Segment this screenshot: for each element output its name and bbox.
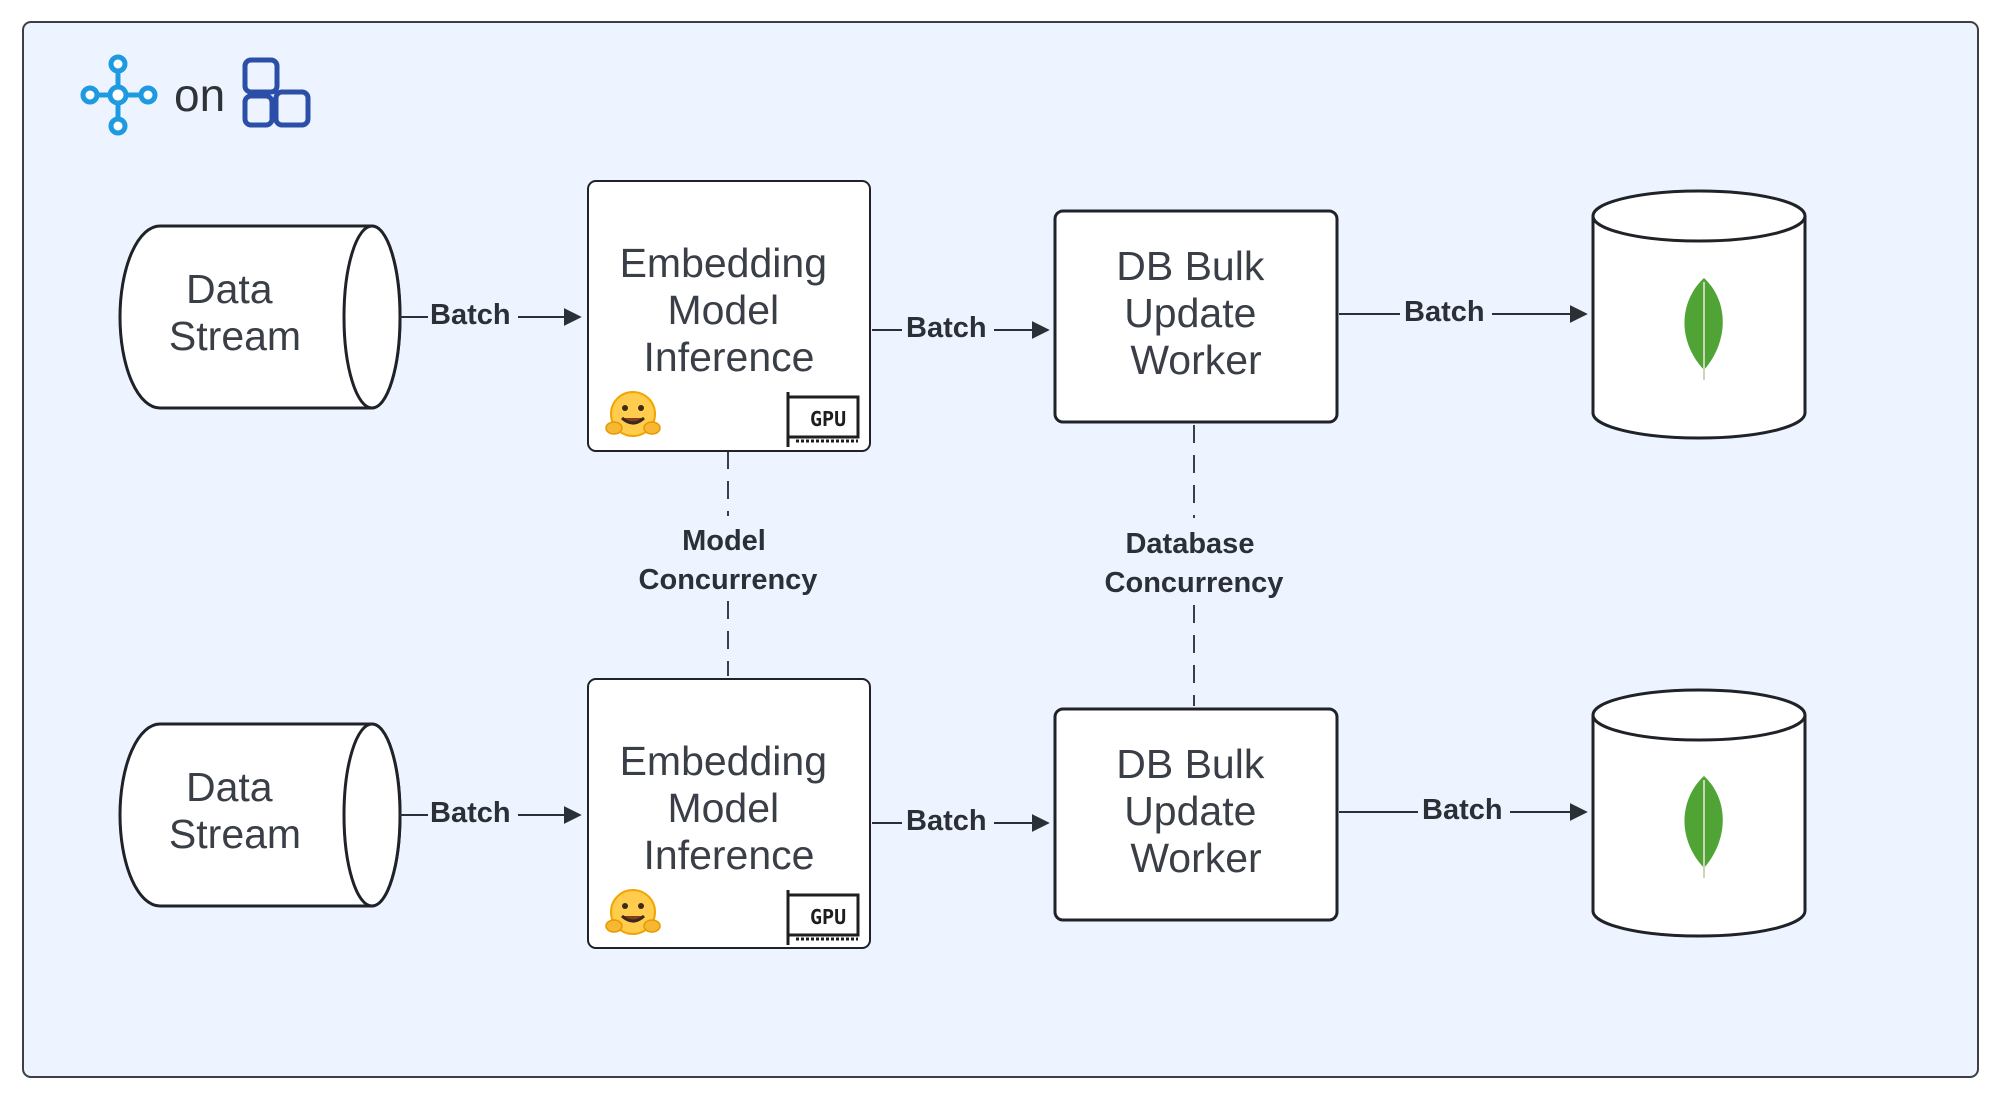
pipeline-row-2: Data Stream Batch Embedding Model Infere…: [118, 678, 1807, 949]
grid-blocks-icon: [242, 57, 311, 128]
embedding-inference-node: Embedding Model Inference GPU: [587, 678, 871, 949]
database-concurrency-label: Database Concurrency: [1105, 528, 1284, 599]
header-connector-text: on: [174, 69, 225, 121]
worker-label: DB Bulk Update Worker: [1116, 243, 1276, 383]
data-stream-node: Data Stream: [118, 722, 402, 908]
edge-label-batch: Batch: [1404, 296, 1485, 328]
worker-label: DB Bulk Update Worker: [1116, 741, 1276, 881]
data-stream-label: Data Stream: [169, 764, 301, 857]
database-node: [1591, 688, 1807, 938]
pipeline-row-1: Data Stream Batch Embedding Model Infere…: [118, 180, 1807, 452]
mongodb-leaf-icon: [1684, 776, 1723, 878]
edge-label-batch: Batch: [906, 312, 987, 344]
svg-text:GPU: GPU: [810, 407, 846, 431]
svg-text:GPU: GPU: [810, 905, 846, 929]
hugging-face-icon: [605, 391, 661, 437]
gpu-card-icon: GPU: [786, 392, 860, 447]
pipeline-nodes-icon: [80, 54, 158, 136]
edge-label-batch: Batch: [906, 805, 987, 837]
hugging-face-icon: [605, 889, 661, 935]
db-bulk-update-worker-node: DB Bulk Update Worker: [1053, 209, 1339, 424]
database-node: [1591, 189, 1807, 440]
mongodb-leaf-icon: [1684, 278, 1723, 380]
edge-label-batch: Batch: [430, 797, 511, 829]
db-bulk-update-worker-node: DB Bulk Update Worker: [1053, 707, 1339, 922]
inference-label: Embedding Model Inference: [620, 738, 839, 878]
inference-label: Embedding Model Inference: [620, 240, 839, 380]
data-stream-label: Data Stream: [169, 266, 301, 359]
gpu-card-icon: GPU: [786, 890, 860, 945]
edge-label-batch: Batch: [1422, 794, 1503, 826]
data-stream-node: Data Stream: [118, 224, 402, 410]
model-concurrency-label: Model Concurrency: [639, 525, 818, 596]
embedding-inference-node: Embedding Model Inference GPU: [587, 180, 871, 452]
edge-label-batch: Batch: [430, 299, 511, 331]
